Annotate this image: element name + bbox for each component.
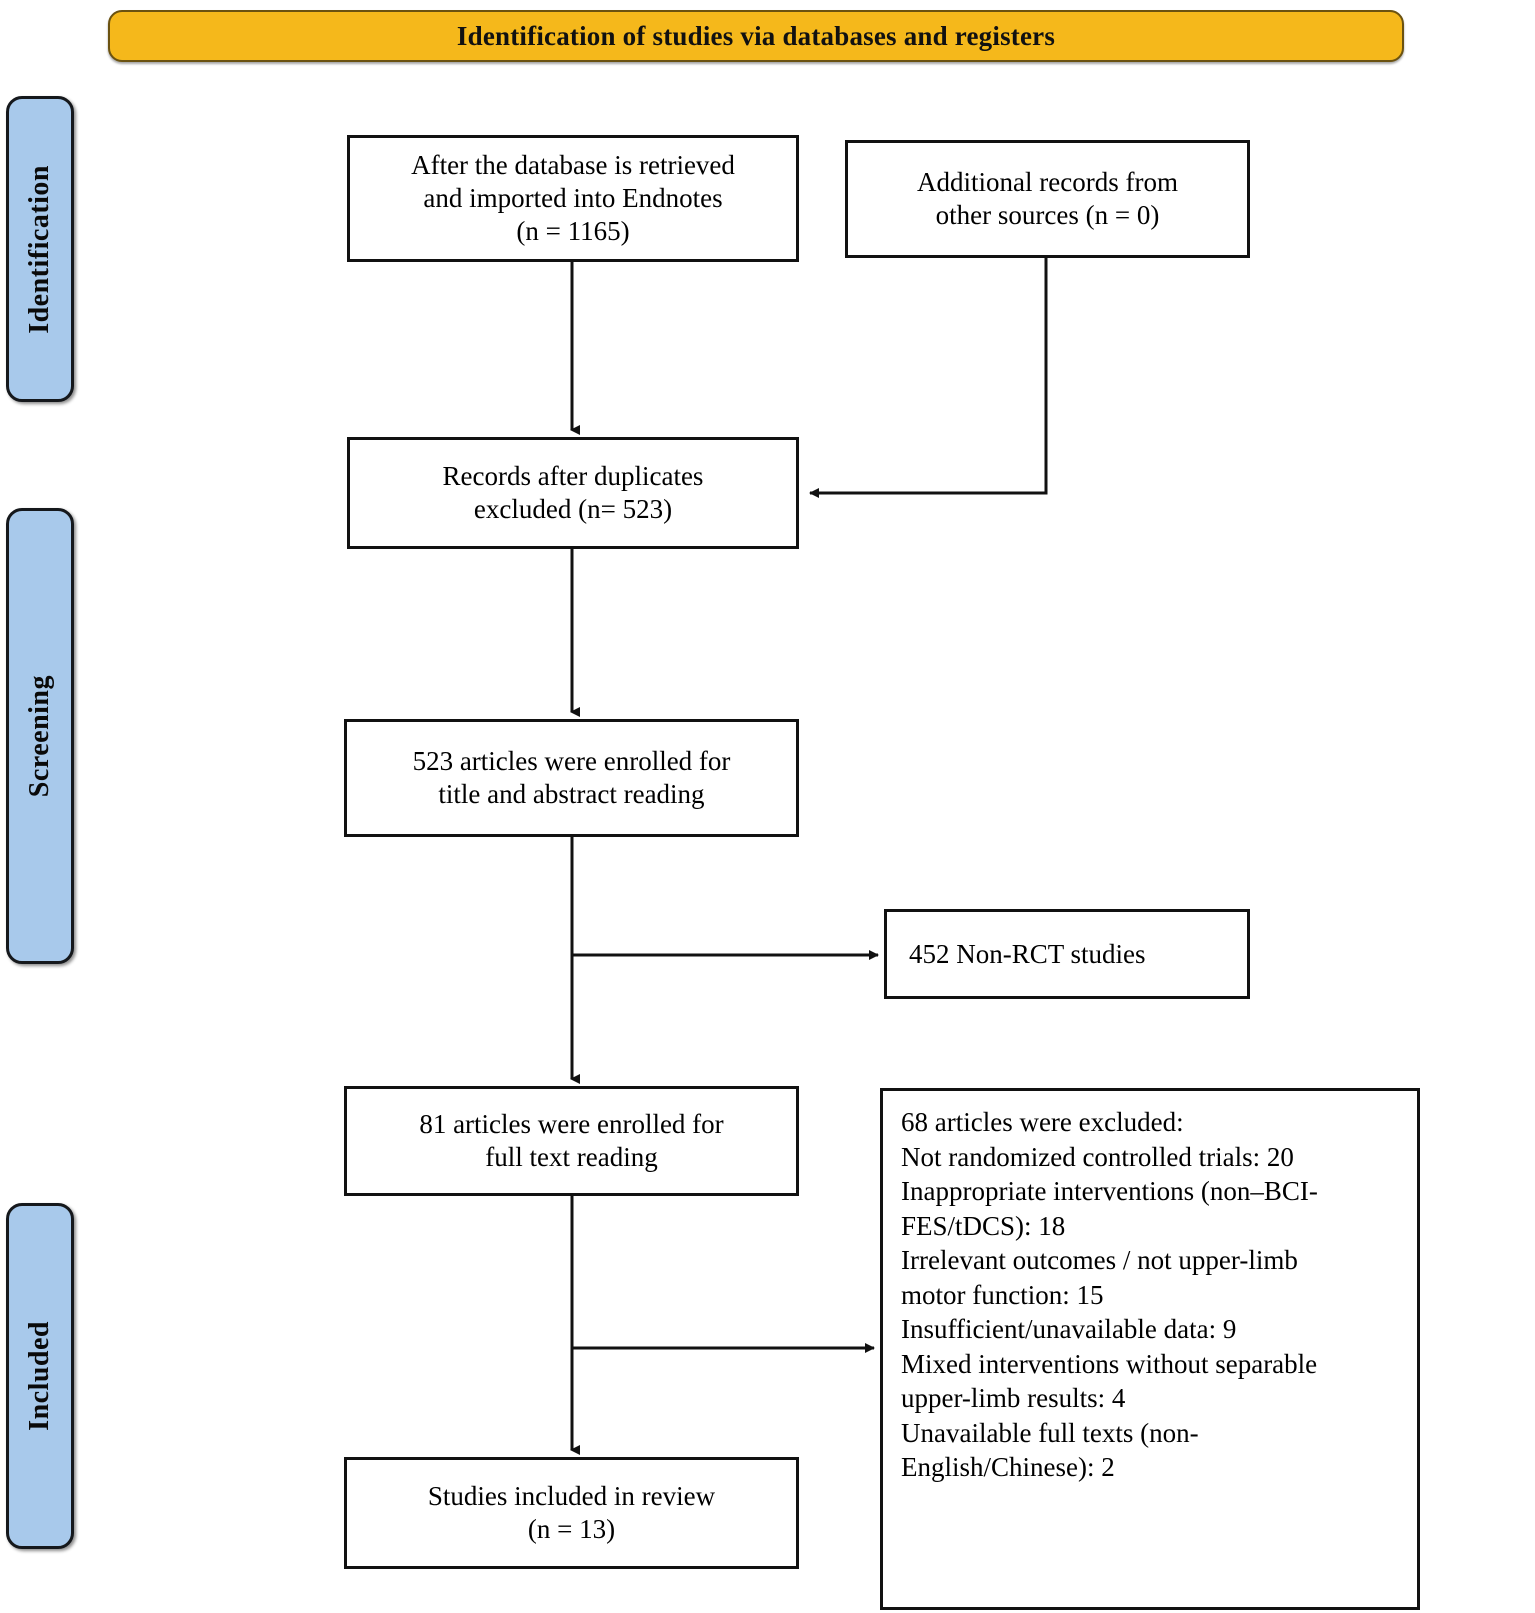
box-title-abstract-screening: 523 articles were enrolled for title and… (344, 719, 799, 837)
box-additional-records: Additional records from other sources (n… (845, 140, 1250, 258)
phase-tab-identification-label: Identification (24, 164, 55, 334)
phase-tab-identification: Identification (6, 96, 74, 402)
phase-tab-screening: Screening (6, 508, 74, 964)
box-full-text-exclusions-text: 68 articles were excluded: Not randomize… (901, 1107, 1318, 1483)
box-studies-included-text: Studies included in review (n = 13) (427, 1481, 716, 1544)
box-additional-records-text: Additional records from other sources (n… (917, 167, 1178, 230)
box-full-text-screening-text: 81 articles were enrolled for full text … (419, 1109, 724, 1172)
arrow-additional-to-duplicates (809, 258, 1048, 498)
phase-tab-screening-label: Screening (24, 674, 55, 798)
box-non-rct-excluded: 452 Non-RCT studies (884, 909, 1250, 999)
diagram-title: Identification of studies via databases … (456, 20, 1056, 51)
phase-tab-included-label: Included (24, 1321, 55, 1431)
box-non-rct-excluded-text: 452 Non-RCT studies (909, 938, 1146, 969)
box-records-retrieved-text: After the database is retrieved and impo… (411, 150, 735, 246)
box-title-abstract-screening-text: 523 articles were enrolled for title and… (412, 746, 731, 809)
box-full-text-screening: 81 articles were enrolled for full text … (344, 1086, 799, 1196)
box-records-retrieved: After the database is retrieved and impo… (347, 135, 799, 262)
box-records-after-duplicates: Records after duplicates excluded (n= 52… (347, 437, 799, 549)
phase-tab-included: Included (6, 1203, 74, 1549)
diagram-header-banner: Identification of studies via databases … (108, 10, 1404, 62)
box-records-after-duplicates-text: Records after duplicates excluded (n= 52… (442, 461, 704, 524)
box-studies-included: Studies included in review (n = 13) (344, 1457, 799, 1569)
box-full-text-exclusions: 68 articles were excluded: Not randomize… (880, 1088, 1420, 1610)
